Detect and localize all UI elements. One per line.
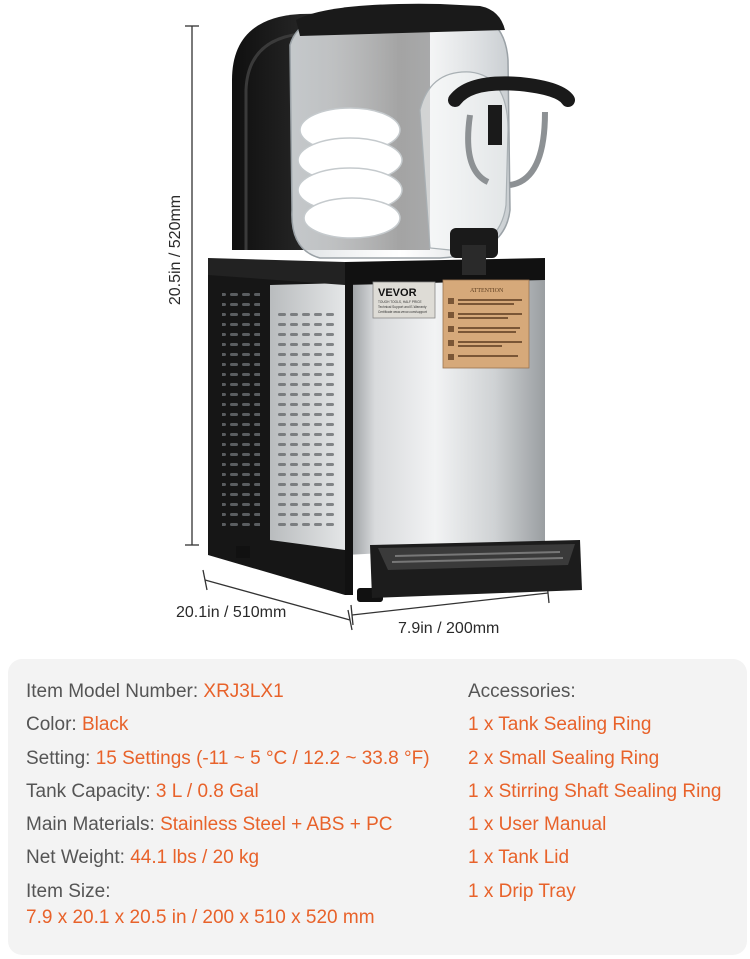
spec-value: XRJ3LX1 [203, 681, 284, 702]
spec-row: Tank Capacity: 3 L / 0.8 Gal [26, 775, 466, 808]
spec-label: Color: [26, 714, 82, 736]
spec-list: Item Model Number: XRJ3LX1 Color: Black … [26, 675, 466, 931]
spec-label: Setting: [26, 747, 96, 769]
width-dimension-label: 7.9in / 200mm [398, 620, 500, 637]
spec-value: 7.9 x 20.1 x 20.5 in / 200 x 510 x 520 m… [26, 906, 375, 928]
spec-row: Item Model Number: XRJ3LX1 [26, 675, 466, 708]
tank-lid [296, 3, 505, 36]
accessory-item: 1 x Tank Sealing Ring [468, 714, 652, 736]
spec-panel: Item Model Number: XRJ3LX1 Color: Black … [8, 659, 747, 955]
spec-label: Item Size: [26, 880, 111, 902]
accessory-item: 1 x User Manual [468, 814, 607, 836]
spec-row: Item Size: 7.9 x 20.1 x 20.5 in / 200 x 5… [26, 879, 466, 931]
spec-value: 3 L / 0.8 Gal [155, 780, 259, 802]
spec-label: Main Materials: [26, 814, 161, 836]
slush-machine-drawing: VEVOR TOUGH TOOLS, HALF PRICE Technical … [185, 3, 582, 631]
spec-row: Main Materials: Stainless Steel + ABS + … [26, 808, 466, 841]
spec-label: Item Model Number: [26, 681, 204, 702]
accessory-item: 1 x Tank Lid [468, 847, 570, 869]
spec-row: Setting: 15 Settings (-11 ~ 5 °C / 12.2 … [26, 742, 466, 775]
brand-plate-line: TOUGH TOOLS, HALF PRICE [378, 300, 422, 304]
spec-label: Net Weight: [26, 847, 131, 869]
accessories-title: Accessories: [468, 681, 576, 702]
spec-row: Color: Black [26, 708, 466, 741]
spec-value: Stainless Steel + ABS + PC [160, 814, 393, 836]
product-illustration: VEVOR TOUGH TOOLS, HALF PRICE Technical … [167, 3, 582, 637]
brand-plate-line: Technical Support and E-Warranty [378, 305, 427, 309]
accessory-item: 1 x Stirring Shaft Sealing Ring [468, 780, 722, 802]
side-vent [222, 290, 260, 530]
depth-dimension-label: 20.1in / 510mm [176, 604, 287, 621]
spec-row: Net Weight: 44.1 lbs / 20 kg [26, 841, 466, 874]
accessory-item: 1 x Drip Tray [468, 880, 576, 902]
warning-label-title: ATTENTION [470, 288, 504, 294]
dispense-handle [448, 76, 575, 107]
accessory-item: 2 x Small Sealing Ring [468, 747, 660, 769]
brand-plate-brand: VEVOR [378, 287, 417, 299]
brand-plate-line: Certificate www.vevor.com/support [378, 310, 427, 314]
accessories-list: Accessories: 1 x Tank Sealing Ring 2 x S… [468, 675, 748, 908]
height-dimension-label: 20.5in / 520mm [167, 194, 184, 306]
warning-label [442, 279, 530, 369]
foot [236, 546, 250, 558]
spec-value: Black [81, 714, 129, 736]
spec-label: Tank Capacity: [26, 780, 156, 802]
steel-vent [278, 312, 338, 532]
auger-coil [297, 107, 403, 239]
spec-value: 15 Settings (-11 ~ 5 °C / 12.2 ~ 33.8 °F… [95, 747, 430, 769]
dimension-lines [185, 25, 550, 631]
spec-value: 44.1 lbs / 20 kg [130, 847, 260, 869]
brand-plate [372, 281, 436, 319]
